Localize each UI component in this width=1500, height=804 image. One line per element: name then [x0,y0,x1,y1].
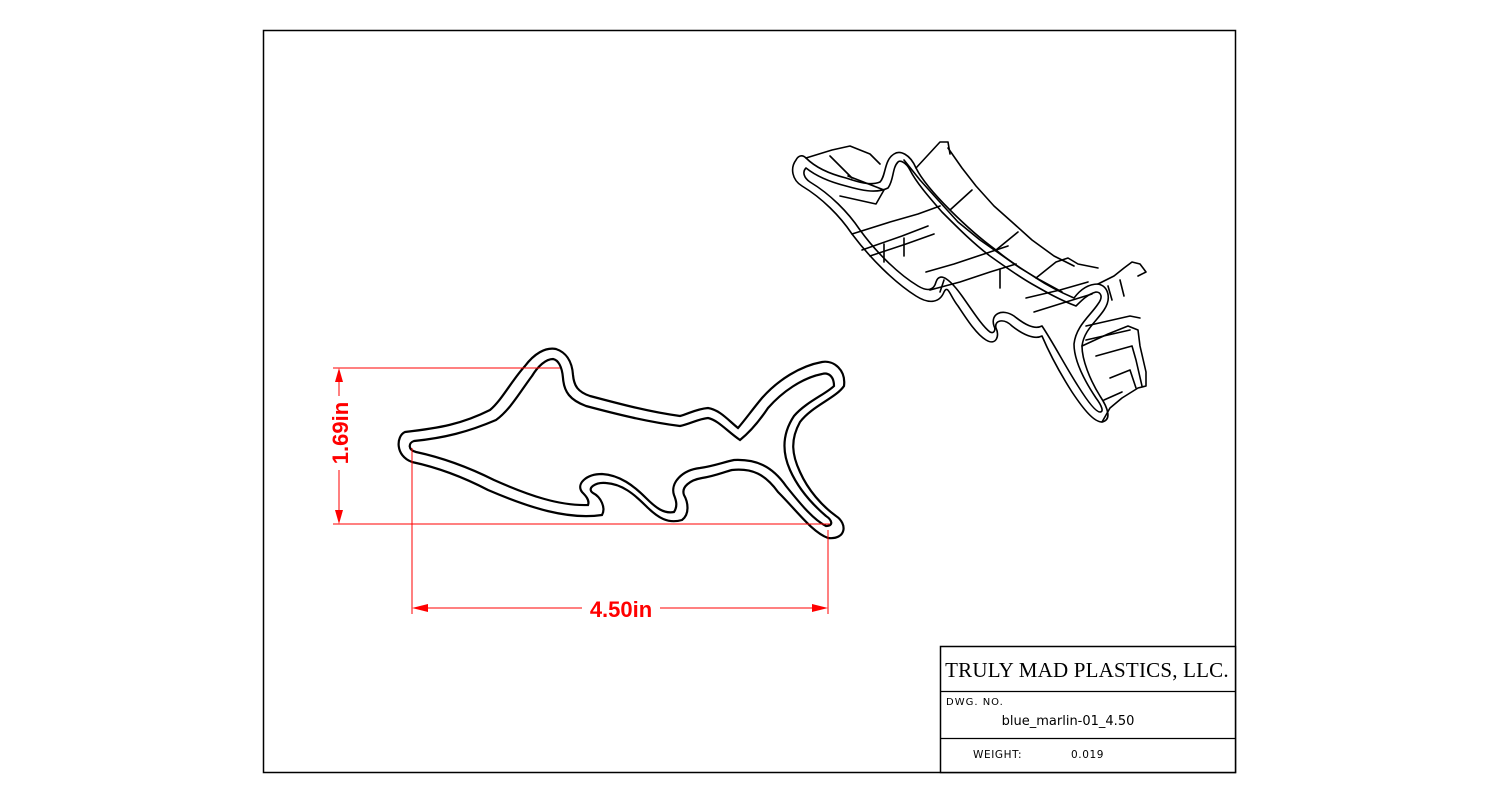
iso-flange-lines [829,147,1125,301]
iso-ribs [839,175,1143,401]
marlin-inner-outline [408,357,836,528]
dwg-no-label: DWG. NO. [946,697,1004,708]
weight-value: 0.019 [1071,749,1104,761]
title-block [939,645,1237,774]
height-dimension [333,367,830,525]
width-dimension [411,448,829,614]
iso-back-edge-upper [805,141,1147,285]
width-arrow-right [812,604,828,612]
iso-inner-wall [803,160,1103,413]
marlin-outer-outline [397,347,846,540]
company-name: TRULY MAD PLASTICS, LLC. [945,658,1229,682]
width-dimension-label: 4.50in [590,597,652,622]
sheet-border [262,29,1237,774]
iso-outer-wall [791,151,1110,423]
width-arrow-left [412,604,428,612]
dwg-no-value: blue_marlin-01_4.50 [1002,714,1135,729]
iso-back-edge-lower [1081,325,1147,423]
marlin-front-view [397,347,846,540]
height-arrow-bottom [335,510,343,524]
title-block-frame [939,645,1237,774]
weight-label: WEIGHT: [973,749,1022,761]
height-dimension-label: 1.69in [328,402,353,464]
marlin-isometric-view [791,141,1147,423]
height-arrow-top [335,368,343,382]
